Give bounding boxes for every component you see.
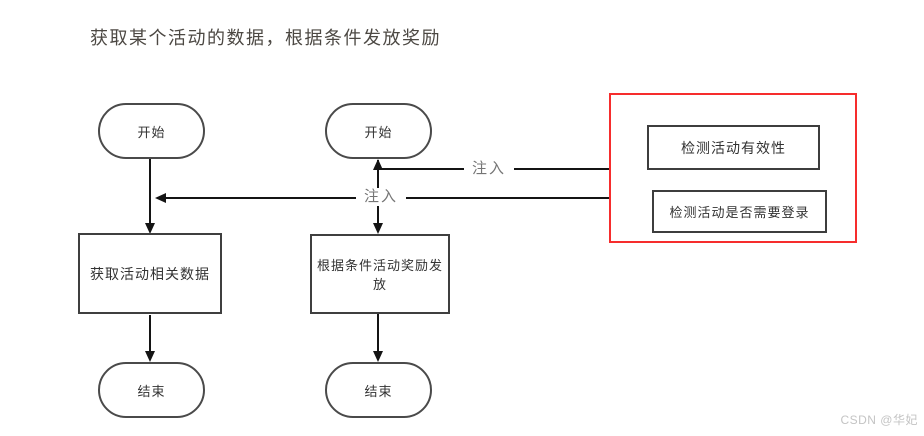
node-check-login: 检测活动是否需要登录 — [652, 190, 827, 233]
node-left-end-label: 结束 — [137, 383, 166, 399]
node-middle-end: 结束 — [325, 362, 432, 418]
arrowhead-down-icon — [373, 223, 383, 234]
node-middle-process: 根据条件活动奖励发放 — [310, 234, 450, 314]
arrowhead-down-icon — [373, 351, 383, 362]
node-check-validity-label: 检测活动有效性 — [681, 139, 786, 156]
arrowhead-down-icon — [145, 351, 155, 362]
node-left-start-label: 开始 — [137, 124, 166, 140]
inject-label-to-left: 注入 — [356, 188, 406, 206]
node-left-process-label: 获取活动相关数据 — [90, 265, 210, 282]
node-left-start: 开始 — [98, 103, 205, 159]
arrowhead-left-icon — [155, 193, 166, 203]
node-left-process: 获取活动相关数据 — [78, 233, 222, 314]
node-left-end: 结束 — [98, 362, 205, 418]
watermark: CSDN @华妃 — [840, 413, 918, 427]
node-middle-process-label: 根据条件活动奖励发放 — [316, 258, 443, 292]
node-middle-start-label: 开始 — [364, 124, 393, 140]
node-check-login-label: 检测活动是否需要登录 — [669, 205, 810, 220]
inject-label-to-middle: 注入 — [464, 160, 514, 178]
page-title: 获取某个活动的数据，根据条件发放奖励 — [90, 28, 441, 48]
node-middle-end-label: 结束 — [364, 383, 393, 399]
arrowhead-up-icon — [373, 159, 383, 170]
node-middle-start: 开始 — [325, 103, 432, 159]
node-check-validity: 检测活动有效性 — [647, 125, 820, 170]
